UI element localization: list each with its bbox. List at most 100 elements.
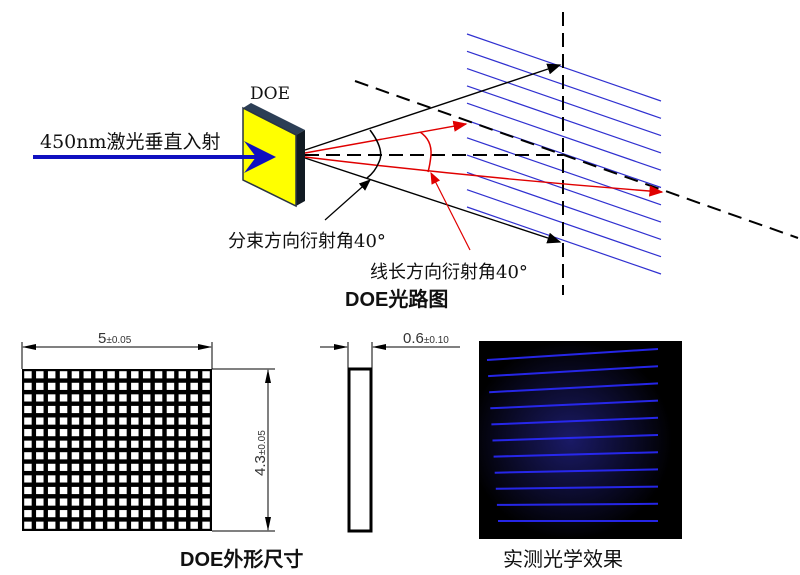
grid-cell [190, 417, 198, 425]
grid-cell [166, 382, 175, 390]
grid-cell [83, 382, 92, 390]
grid-cell [59, 429, 68, 437]
grid-cell [107, 521, 115, 529]
grid-cell [190, 510, 198, 518]
measured-line [491, 416, 659, 426]
width-dimension-label: 5±0.05 [98, 330, 132, 347]
width-dimension [21, 342, 213, 369]
grid-cell [178, 475, 187, 483]
grid-cell [154, 382, 163, 390]
grid-cell [95, 382, 103, 390]
grid-cell [36, 475, 44, 483]
grid-cell [47, 452, 56, 460]
grid-cell [178, 521, 187, 529]
grid-cell [190, 486, 198, 495]
doe-outline-side [347, 367, 373, 533]
grid-cell [71, 371, 80, 379]
grid-cell [202, 498, 210, 506]
measured-line-pattern [486, 348, 659, 522]
grid-cell [24, 486, 32, 495]
grid-cell [142, 429, 151, 437]
grid-cell [178, 498, 187, 506]
grid-cell [119, 452, 127, 460]
grid-cell [202, 475, 210, 483]
grid-cell [166, 498, 175, 506]
grid-cell [119, 417, 127, 425]
grid-cell [166, 510, 175, 518]
grid-cell [119, 405, 127, 414]
grid-cell [131, 452, 139, 460]
grid-cell [178, 394, 187, 402]
grid-cell [83, 463, 92, 471]
grid-cell [24, 452, 32, 460]
grid-cell [166, 486, 175, 495]
grid-cell [36, 429, 44, 437]
grid-cell [178, 510, 187, 518]
grid-cell [119, 486, 127, 495]
grid-cell [202, 417, 210, 425]
grid-cell [178, 440, 187, 448]
grid-cell [202, 510, 210, 518]
grid-cell [36, 463, 44, 471]
grid-cell [190, 429, 198, 437]
doe-label: DOE [250, 84, 290, 104]
grid-cell [178, 452, 187, 460]
grid-cell [154, 510, 163, 518]
grid-cell [142, 486, 151, 495]
grid-cell [178, 382, 187, 390]
grid-cell [59, 486, 68, 495]
grid-cell [24, 440, 32, 448]
grid-cell [154, 486, 163, 495]
grid-cell [83, 371, 92, 379]
grid-cell [95, 371, 103, 379]
grid-cell [154, 405, 163, 414]
grid-cell [202, 371, 210, 379]
grid-cell [36, 417, 44, 425]
grid-cell [131, 521, 139, 529]
grid-cell [142, 440, 151, 448]
split-angle-arc [366, 129, 382, 179]
grid-cell [202, 394, 210, 402]
grid-cell [24, 510, 32, 518]
grid-cell [95, 417, 103, 425]
grid-cell [59, 440, 68, 448]
grid-cell [142, 371, 151, 379]
grid-cell [178, 429, 187, 437]
grid-cell [24, 371, 32, 379]
grid-cell [36, 498, 44, 506]
grid-cell [83, 440, 92, 448]
grid-cell [166, 452, 175, 460]
split-beam-lower [304, 157, 562, 244]
grid-cell [154, 371, 163, 379]
grid-cell [47, 475, 56, 483]
grid-cell [36, 405, 44, 414]
grid-cell [119, 510, 127, 518]
thickness-dimension [320, 342, 460, 369]
grid-cell [59, 394, 68, 402]
grid-cell [131, 405, 139, 414]
grid-cell [131, 498, 139, 506]
grid-cell [95, 498, 103, 506]
grid-cell [131, 486, 139, 495]
thickness-dimension-label: 0.6±0.10 [403, 330, 449, 347]
grid-cell [95, 475, 103, 483]
grid-cell [71, 521, 80, 529]
grid-cell [36, 382, 44, 390]
grid-cell [36, 452, 44, 460]
grid-cell [47, 394, 56, 402]
grid-cell [202, 405, 210, 414]
grid-cell [119, 498, 127, 506]
grid-cell [154, 475, 163, 483]
grid-cell [119, 521, 127, 529]
grid-cell [119, 371, 127, 379]
grid-cell [131, 382, 139, 390]
grid-cell [154, 498, 163, 506]
thickness-value: 0.6 [403, 330, 424, 347]
doe-grid-cells [24, 371, 210, 529]
pattern-line [466, 102, 662, 171]
grid-cell [47, 405, 56, 414]
grid-cell [142, 463, 151, 471]
line-angle-arc [419, 131, 432, 173]
line-angle-leader [430, 171, 471, 251]
grid-cell [190, 452, 198, 460]
